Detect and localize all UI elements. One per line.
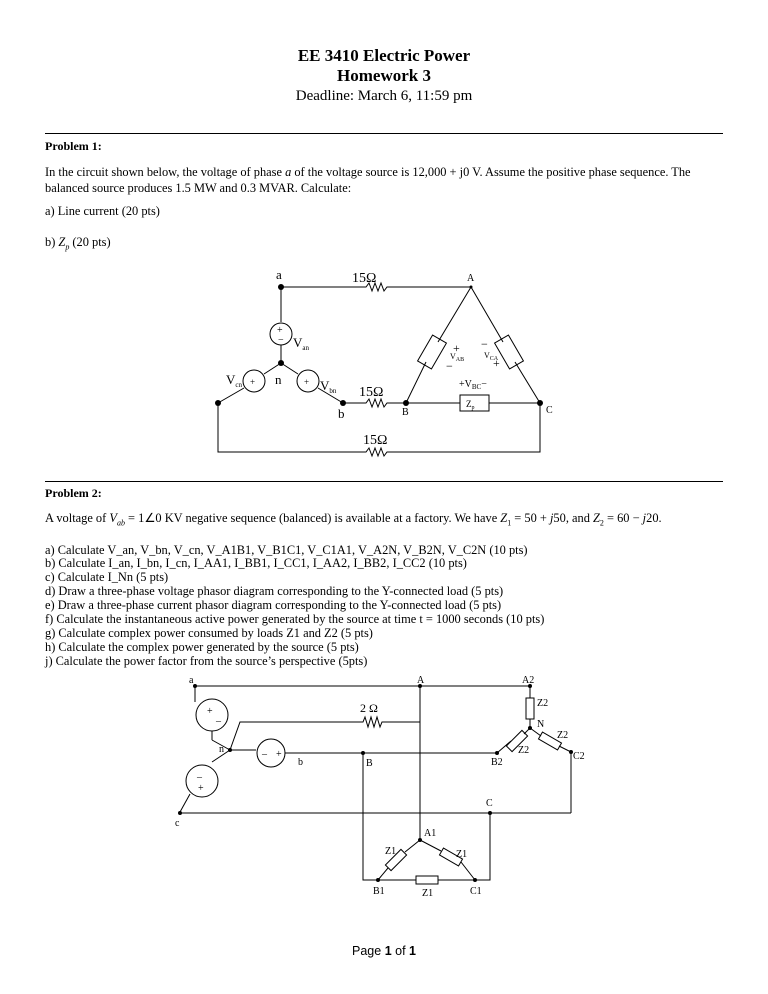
- vab-label: VAB: [450, 352, 464, 363]
- node-n-label: n: [219, 744, 224, 755]
- z2-left-label: Z2: [518, 745, 529, 756]
- resistor-mid-label: 15Ω: [359, 385, 383, 400]
- svg-text:+: +: [250, 377, 255, 387]
- problem2-statement: A voltage of Vab = 1∠0 KV negative seque…: [45, 511, 662, 528]
- svg-text:+: +: [304, 377, 309, 387]
- node-B2-label: B2: [491, 757, 503, 768]
- node-C-label: C: [546, 405, 553, 416]
- problem1-circuit: + − + + a 15Ω A Van Vcn n Vbn 15Ω b B C …: [215, 267, 553, 458]
- node-b-label: b: [298, 757, 303, 768]
- deadline: Deadline: March 6, 11:59 pm: [295, 88, 473, 104]
- node-a-label: a: [276, 267, 282, 282]
- homework-number: Homework 3: [337, 66, 431, 85]
- source-c-icon: [185, 764, 219, 798]
- problem2-heading: Problem 2:: [45, 486, 102, 500]
- problem2-part-d: d) Draw a three-phase voltage phasor dia…: [45, 584, 504, 598]
- problem2-part-j: j) Calculate the power factor from the s…: [45, 654, 368, 668]
- vbn-label: Vbn: [320, 378, 337, 395]
- vcn-source-icon: [242, 369, 266, 393]
- node-C1-label: C1: [470, 886, 482, 897]
- svg-text:+: +: [453, 341, 460, 355]
- node-A-label: A: [467, 273, 475, 284]
- problem1-part-b: b) Zp (20 pts): [45, 235, 111, 252]
- vbn-source-icon: [296, 369, 320, 393]
- page-number: Page 1 of 1: [352, 944, 416, 958]
- svg-text:−: −: [481, 337, 488, 351]
- node-A2-label: A2: [522, 675, 534, 686]
- svg-text:+: +: [198, 783, 204, 794]
- resistor-bottom-label: 15Ω: [363, 433, 387, 448]
- node-n-label: n: [275, 372, 282, 387]
- van-label: Van: [293, 335, 309, 352]
- section-divider: [45, 481, 723, 482]
- resistor-label: 2 Ω: [360, 701, 378, 715]
- z1-right-box: [438, 847, 464, 867]
- problem2-part-a: a) Calculate V_an, V_bn, V_cn, V_A1B1, V…: [45, 543, 528, 557]
- svg-text:–: –: [261, 749, 268, 760]
- resistor-cC: [217, 403, 541, 458]
- node-B-label: B: [402, 407, 409, 418]
- document-title: EE 3410 Electric Power: [297, 46, 471, 65]
- z2-right-label: Z2: [557, 730, 568, 741]
- problem2-part-e: e) Draw a three-phase current phasor dia…: [45, 598, 502, 612]
- z1-bottom-box: [415, 875, 439, 885]
- node-c-label: c: [175, 818, 180, 829]
- svg-text:−: −: [446, 359, 453, 373]
- node-C-label: C: [486, 798, 493, 809]
- z1-bottom-label: Z1: [422, 888, 433, 899]
- vbc-label: +VBC−: [459, 379, 487, 391]
- node-N-label: N: [537, 719, 544, 730]
- resistor-2ohm: [229, 715, 420, 751]
- node-B-label: B: [366, 758, 373, 769]
- zp-box: [459, 394, 490, 412]
- problem1-statement: In the circuit shown below, the voltage …: [45, 165, 691, 195]
- node-C2-label: C2: [573, 751, 585, 762]
- node-b-label: b: [338, 406, 345, 421]
- problem1-part-a: a) Line current (20 pts): [45, 204, 160, 218]
- node-A1-label: A1: [424, 828, 436, 839]
- node-A-label: A: [417, 675, 425, 686]
- vcn-label: Vcn: [226, 372, 242, 389]
- z1-right-label: Z1: [456, 849, 467, 860]
- zp-label: Zp: [466, 399, 475, 411]
- problem1-heading: Problem 1:: [45, 139, 102, 153]
- problem2-circuit: + – – + – + a A A2 Z2 2 Ω N Z2 Z2 n b B …: [175, 675, 585, 899]
- problem2-part-g: g) Calculate complex power consumed by l…: [45, 626, 373, 640]
- svg-text:+: +: [207, 706, 213, 717]
- node-B1-label: B1: [373, 886, 385, 897]
- resistor-aA: [281, 281, 471, 293]
- resistor-bB: [343, 397, 406, 409]
- problem2-part-c: c) Calculate I_Nn (5 pts): [45, 570, 169, 584]
- problem2-part-h: h) Calculate the complex power generated…: [45, 640, 359, 654]
- zca-box: [493, 334, 525, 370]
- vca-label: VCA: [484, 351, 499, 362]
- svg-text:+: +: [277, 325, 283, 336]
- zab-box: [416, 334, 448, 370]
- z1-left-box: [384, 848, 408, 872]
- svg-text:+: +: [276, 749, 282, 760]
- problem2-part-f: f) Calculate the instantaneous active po…: [45, 612, 545, 626]
- resistor-top-label: 15Ω: [352, 271, 376, 286]
- z1-left-label: Z1: [385, 846, 396, 857]
- svg-text:–: –: [196, 772, 203, 783]
- node-a-label: a: [189, 675, 194, 686]
- svg-text:+: +: [493, 356, 500, 370]
- z2-top-box: [525, 697, 535, 720]
- z2-top-label: Z2: [537, 698, 548, 709]
- section-divider: [45, 133, 723, 134]
- svg-text:–: –: [215, 716, 222, 727]
- svg-text:−: −: [278, 335, 284, 346]
- problem2-part-b: b) Calculate I_an, I_bn, I_cn, I_AA1, I_…: [45, 556, 467, 570]
